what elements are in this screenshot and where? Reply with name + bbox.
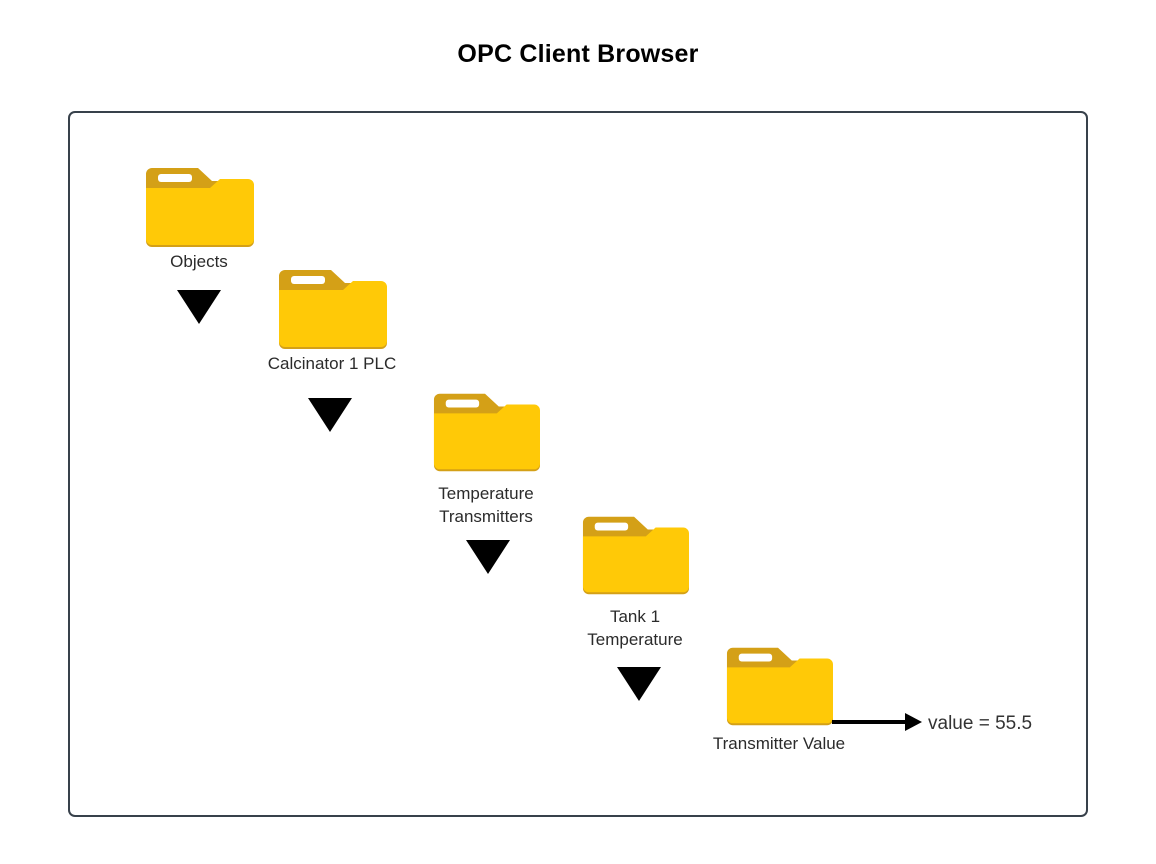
node-label-transmitter-value: Transmitter Value [712,734,846,753]
folder-icon [726,647,833,726]
node-tank-1-temperature[interactable]: Tank 1 Temperature [581,514,689,649]
node-transmitter-value[interactable]: Transmitter Value [713,645,845,753]
page-title: OPC Client Browser [457,40,699,68]
node-label-tank-1-temperature-line1: Tank 1 [609,607,661,626]
folder-icon [582,516,689,595]
value-arrow-icon [832,713,922,731]
node-calcinator-1-plc[interactable]: Calcinator 1 PLC [268,268,396,373]
node-label-objects: Objects [170,252,228,271]
node-temperature-transmitters[interactable]: Temperature Transmitters [432,391,540,526]
folder-icon [433,393,540,472]
node-label-tank-1-temperature-line2: Temperature [587,630,683,649]
node-objects[interactable]: Objects [144,166,254,271]
folder-icon [279,270,387,349]
folder-icon [146,168,254,247]
node-label-calcinator-1-plc: Calcinator 1 PLC [267,354,397,373]
node-label-temperature-transmitters-line1: Temperature [438,484,534,503]
value-readout-label: value = 55.5 [928,713,1033,734]
node-label-temperature-transmitters-line2: Transmitters [439,507,533,526]
